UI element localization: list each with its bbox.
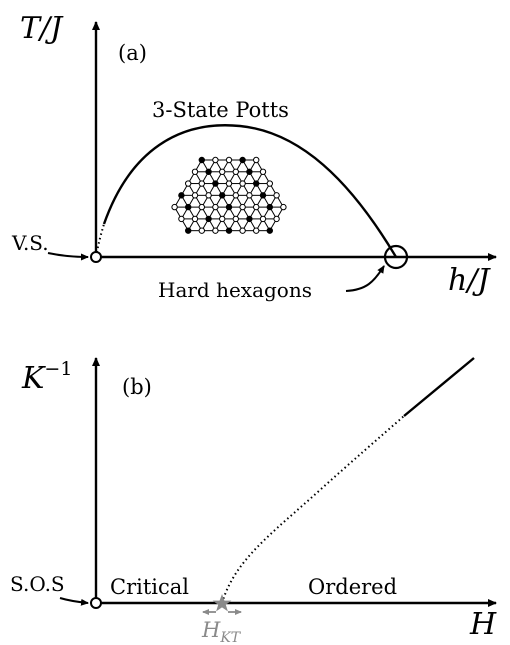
- kt-transition-subscript: KT: [219, 630, 241, 645]
- sos-label: S.O.S: [10, 572, 65, 596]
- sos-point-marker: [90, 597, 102, 609]
- lattice-site-empty: [171, 203, 178, 211]
- kt-star-marker: [212, 594, 232, 612]
- panel-b: K−1 H (b) Critical Ordered S.O.S HKT: [10, 357, 497, 645]
- panel-b-tag: (b): [122, 375, 152, 399]
- lattice-site-empty: [198, 227, 206, 234]
- panel-b-y-axis-label: K−1: [21, 358, 72, 396]
- lattice-site-empty: [253, 227, 260, 234]
- lattice-site-occupied: [225, 203, 233, 211]
- lattice-site-occupied: [266, 203, 273, 211]
- lattice-site-empty: [239, 180, 246, 187]
- lattice-site-occupied: [246, 168, 253, 175]
- lattice-site-occupied: [259, 192, 267, 199]
- kt-boundary-dotted: [221, 415, 405, 604]
- potts-curve-label: 3-State Potts: [152, 98, 289, 122]
- lattice-site-occupied: [205, 168, 212, 175]
- lattice-site-empty: [185, 180, 192, 187]
- kt-transition-symbol: H: [201, 618, 221, 642]
- lattice-site-empty: [259, 168, 267, 175]
- lattice-site-empty: [232, 168, 240, 175]
- lattice-site-empty: [273, 215, 280, 223]
- panel-a: T/J h/J (a) 3-State Potts V.S. Hard hexa…: [11, 11, 497, 302]
- lattice-site-empty: [273, 192, 280, 199]
- potts-boundary-curve: [102, 124, 398, 258]
- lattice-site-empty: [246, 192, 253, 199]
- lattice-site-empty: [225, 180, 233, 187]
- lattice-site-empty: [232, 192, 240, 199]
- lattice-site-occupied: [239, 156, 246, 164]
- kt-transition-label: HKT: [201, 618, 242, 645]
- ordered-region-label: Ordered: [308, 575, 397, 599]
- kt-boundary-solid: [403, 357, 475, 417]
- critical-region-label: Critical: [110, 575, 189, 599]
- lattice-site-empty: [232, 215, 240, 223]
- lattice-site-empty: [212, 227, 219, 234]
- hard-hexagons-point-marker: [383, 244, 409, 270]
- vs-label: V.S.: [11, 231, 49, 255]
- lattice-site-empty: [205, 192, 212, 199]
- lattice-site-empty: [198, 180, 206, 187]
- sos-pointer-arrow: [59, 597, 89, 606]
- lattice-site-empty: [178, 215, 185, 223]
- lattice-site-empty: [239, 227, 246, 234]
- lattice-site-empty: [191, 215, 199, 223]
- lattice-site-occupied: [178, 192, 185, 199]
- lattice-site-empty: [191, 192, 199, 199]
- vs-point-marker: [90, 251, 102, 263]
- lattice-site-empty: [212, 156, 219, 164]
- lattice-site-occupied: [198, 156, 206, 164]
- lattice-site-empty: [266, 180, 273, 187]
- lattice-site-occupied: [266, 227, 273, 234]
- lattice-site-empty: [239, 203, 246, 211]
- lattice-site-occupied: [253, 180, 260, 187]
- hard-hexagons-label: Hard hexagons: [158, 278, 312, 302]
- panel-b-y-axis-exponent: −1: [44, 358, 72, 380]
- lattice-site-empty: [259, 215, 267, 223]
- lattice-site-empty: [253, 203, 260, 211]
- lattice-site-empty: [219, 215, 226, 223]
- lattice-site-empty: [280, 203, 287, 211]
- lattice-site-occupied: [185, 203, 192, 211]
- panel-a-x-axis-label: h/J: [448, 263, 491, 298]
- lattice-site-occupied: [246, 215, 253, 223]
- lattice-site-occupied: [205, 215, 212, 223]
- lattice-site-occupied: [219, 192, 226, 199]
- lattice-site-empty: [198, 203, 206, 211]
- panel-a-tag: (a): [118, 41, 147, 65]
- vs-pointer-arrow: [47, 252, 89, 261]
- lattice-site-occupied: [185, 227, 192, 234]
- lattice-site-occupied: [212, 180, 219, 187]
- lattice-site-empty: [219, 168, 226, 175]
- panel-b-y-axis-symbol: K: [21, 361, 46, 396]
- panel-b-x-axis-label: H: [469, 607, 497, 642]
- panel-a-y-axis-label: T/J: [20, 11, 64, 46]
- lattice-site-empty: [191, 168, 199, 175]
- hard-hexagons-pointer-arrow: [345, 265, 385, 292]
- lattice-site-occupied: [225, 227, 233, 234]
- lattice-site-empty: [225, 156, 233, 164]
- lattice-site-empty: [212, 203, 219, 211]
- lattice-site-empty: [253, 156, 260, 164]
- triangular-lattice-inset: [171, 156, 287, 234]
